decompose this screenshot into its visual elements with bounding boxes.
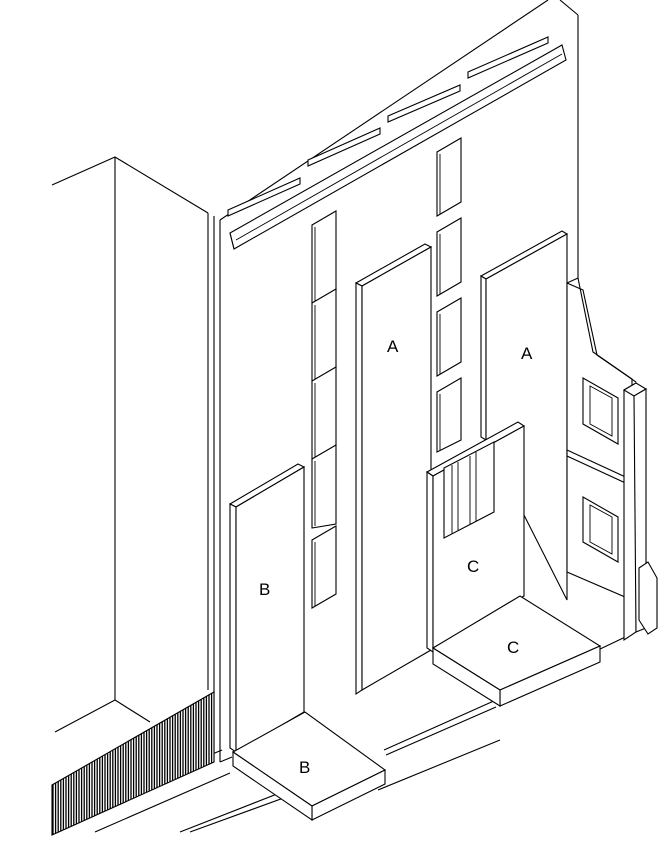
side-wall-right — [566, 277, 658, 642]
labels: A A B B C C — [259, 337, 533, 777]
window-column-middle — [436, 137, 462, 453]
facade-wall — [179, 0, 641, 833]
label-a-left: A — [387, 337, 399, 356]
label-b-base: B — [299, 758, 310, 777]
label-b-panel: B — [259, 580, 270, 599]
panel-a-left — [354, 243, 433, 696]
panel-b — [228, 463, 306, 754]
adjacent-building — [51, 156, 231, 833]
parapet-strips — [227, 36, 549, 217]
base-b — [231, 711, 387, 822]
label-c-base: C — [507, 638, 519, 657]
vent-grille — [51, 691, 215, 836]
gutter-trough — [229, 44, 567, 250]
base-c — [431, 595, 602, 707]
label-c-panel: C — [467, 557, 479, 576]
label-a-right: A — [521, 344, 533, 363]
panel-c — [425, 421, 526, 654]
window-column-left — [311, 210, 337, 609]
panel-a-right — [479, 230, 569, 601]
